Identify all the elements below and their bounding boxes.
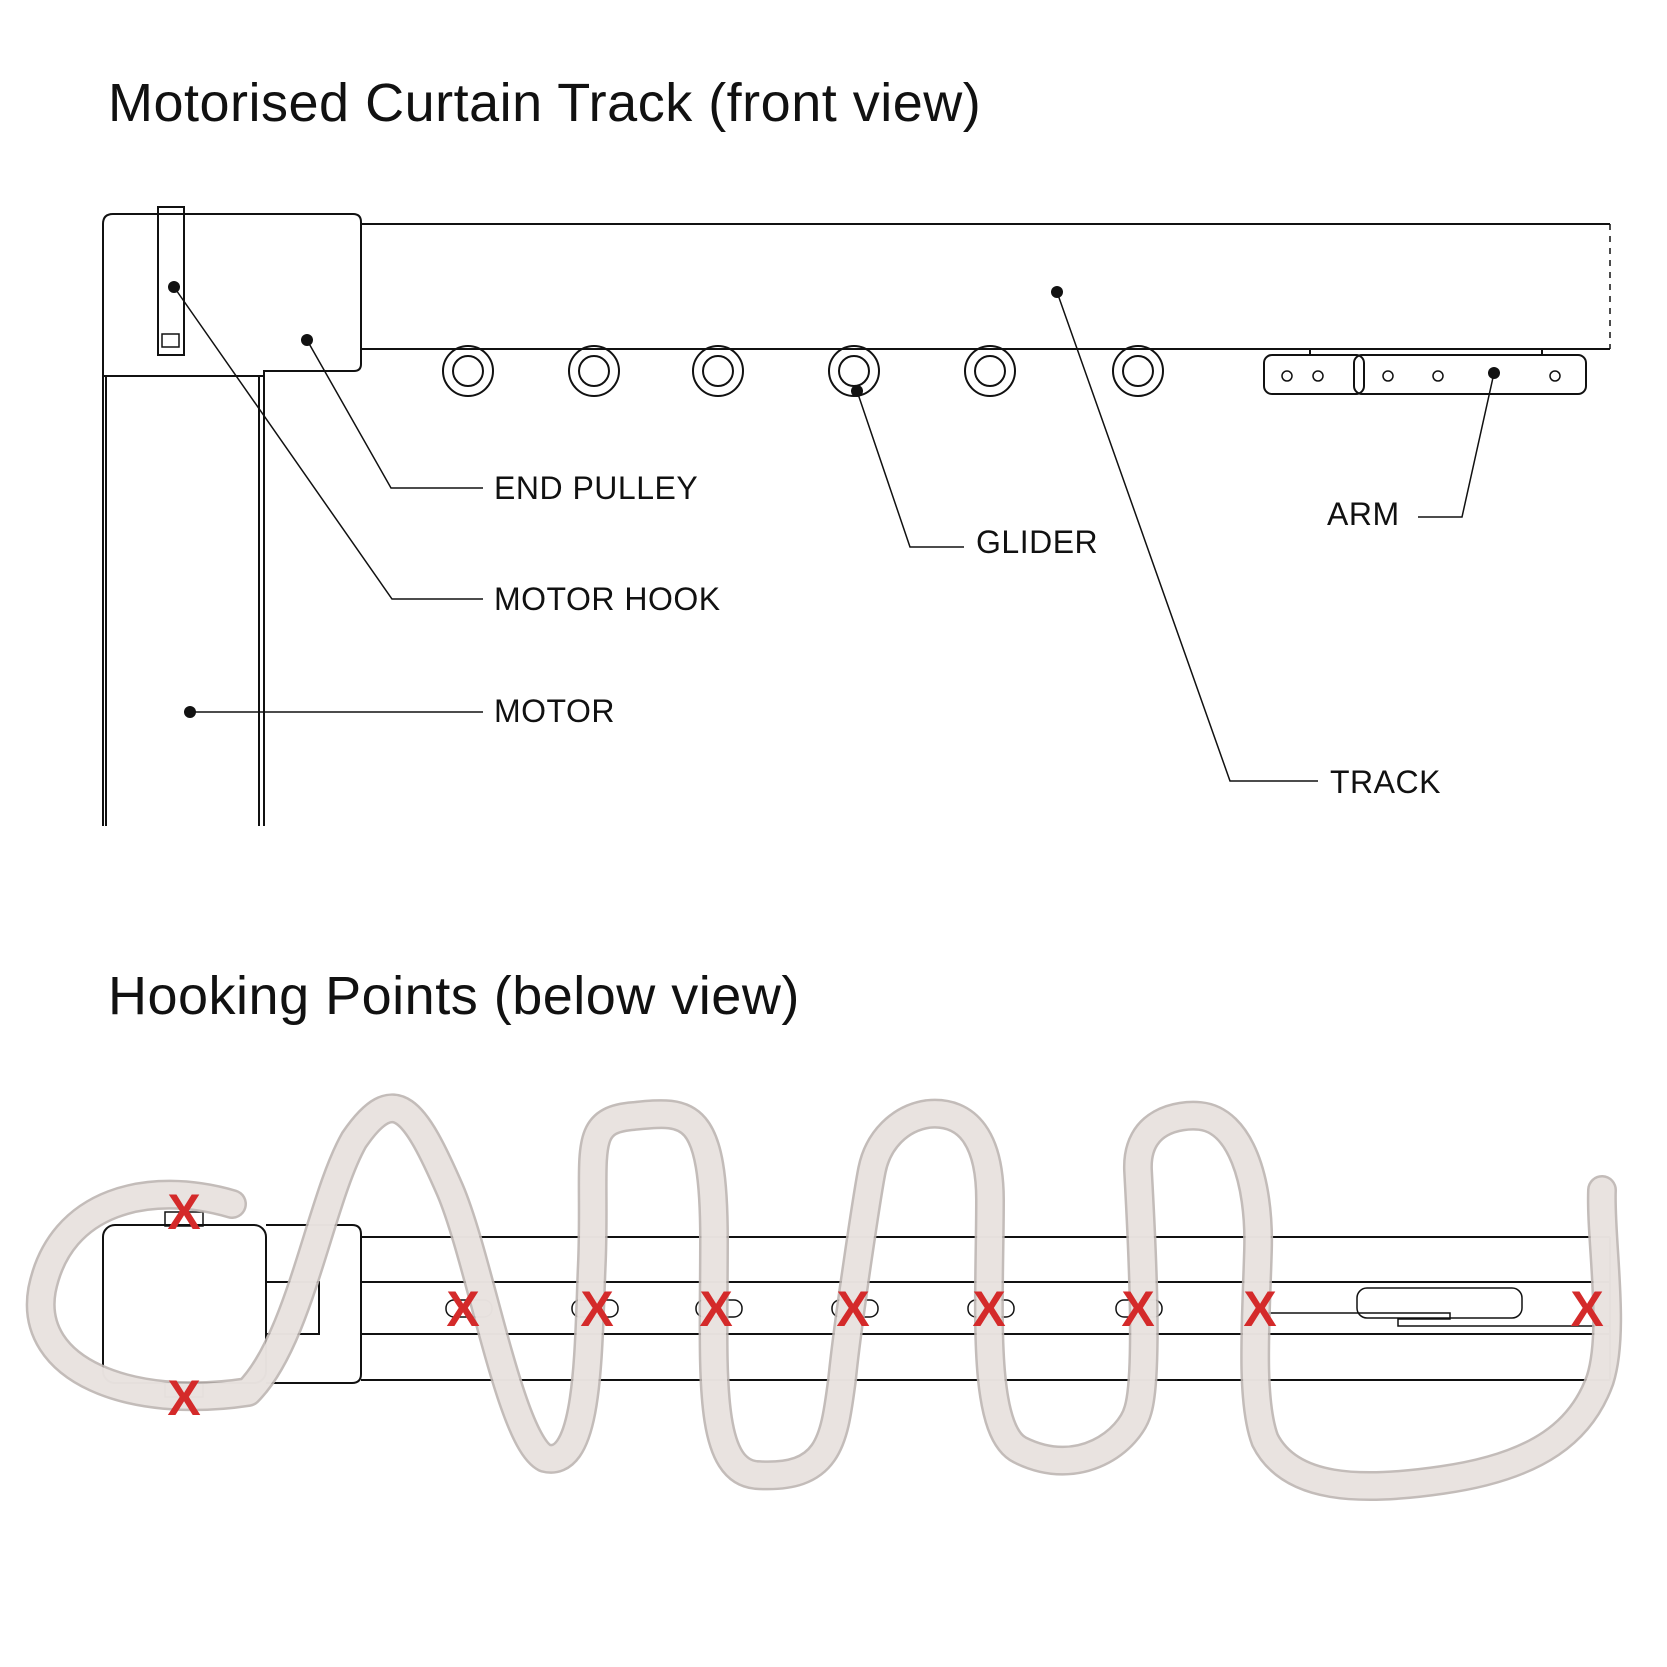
curtain [25,1093,1623,1502]
gliders [442,345,1164,397]
label-track: TRACK [1330,764,1441,800]
motor-hook [157,206,185,356]
end-pulley [102,213,362,826]
hook-marker: X [167,1184,200,1240]
glider [692,345,744,397]
front-view-title: Motorised Curtain Track (front view) [108,73,982,133]
glider [442,345,494,397]
hooking-points: X X X X X X X X X X [167,1184,1603,1426]
hook-marker: X [1570,1281,1603,1337]
hook-marker: X [1121,1281,1154,1337]
hook-marker: X [699,1281,732,1337]
front-view-diagram [102,206,1611,826]
label-glider: GLIDER [976,524,1098,560]
below-end-pulley [266,1224,362,1384]
below-arm [1264,1287,1610,1327]
leader-dots [168,281,1500,718]
hook-marker: X [446,1281,479,1337]
motor [103,375,264,826]
leader-lines [173,286,1495,782]
glider [964,345,1016,397]
hook-marker: X [580,1281,613,1337]
label-end-pulley: END PULLEY [494,470,698,506]
hook-marker: X [1243,1281,1276,1337]
label-motor: MOTOR [494,693,615,729]
hook-marker: X [836,1281,869,1337]
glider [568,345,620,397]
label-arm: ARM [1327,496,1400,532]
track [360,223,1610,350]
label-motor-hook: MOTOR HOOK [494,581,721,617]
hook-marker: X [167,1370,200,1426]
below-motor-body [102,1224,267,1384]
hook-marker: X [972,1281,1005,1337]
below-view-title: Hooking Points (below view) [108,966,800,1026]
arm [1263,349,1587,395]
glider [1112,345,1164,397]
